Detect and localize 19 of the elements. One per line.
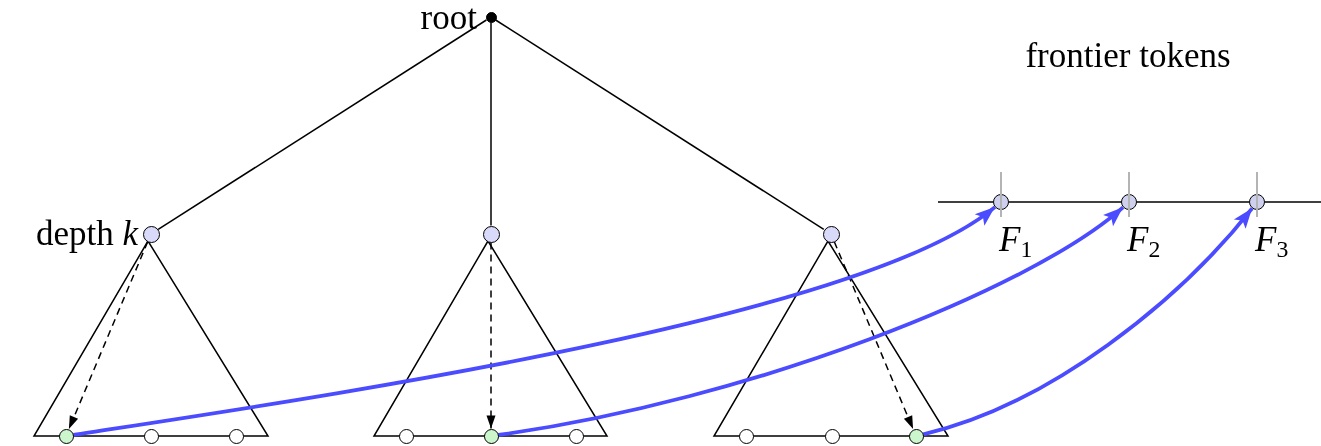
node-label: F$_{1}$ [999,219,1033,261]
section-label: frontier tokens [1025,38,1231,73]
dashed-arrow [833,241,914,430]
tree-edge [490,21,492,227]
curved-arrow [922,207,1254,437]
frontier-line [1264,201,1321,203]
node-label: root [420,0,477,35]
node-label: depth k [35,216,138,251]
curved-arrow [73,205,996,437]
curved-arrow [498,205,1125,437]
tree-edge [157,19,488,231]
tree-edge [494,19,825,231]
dashed-arrow [68,241,149,430]
dashed-arrow [486,241,496,430]
frontier-line [937,201,994,203]
node-label: F$_{3}$ [1255,219,1289,261]
frontier-line [1008,201,1122,203]
frontier-line [1136,201,1250,203]
node-label: F$_{2}$ [1127,219,1161,261]
